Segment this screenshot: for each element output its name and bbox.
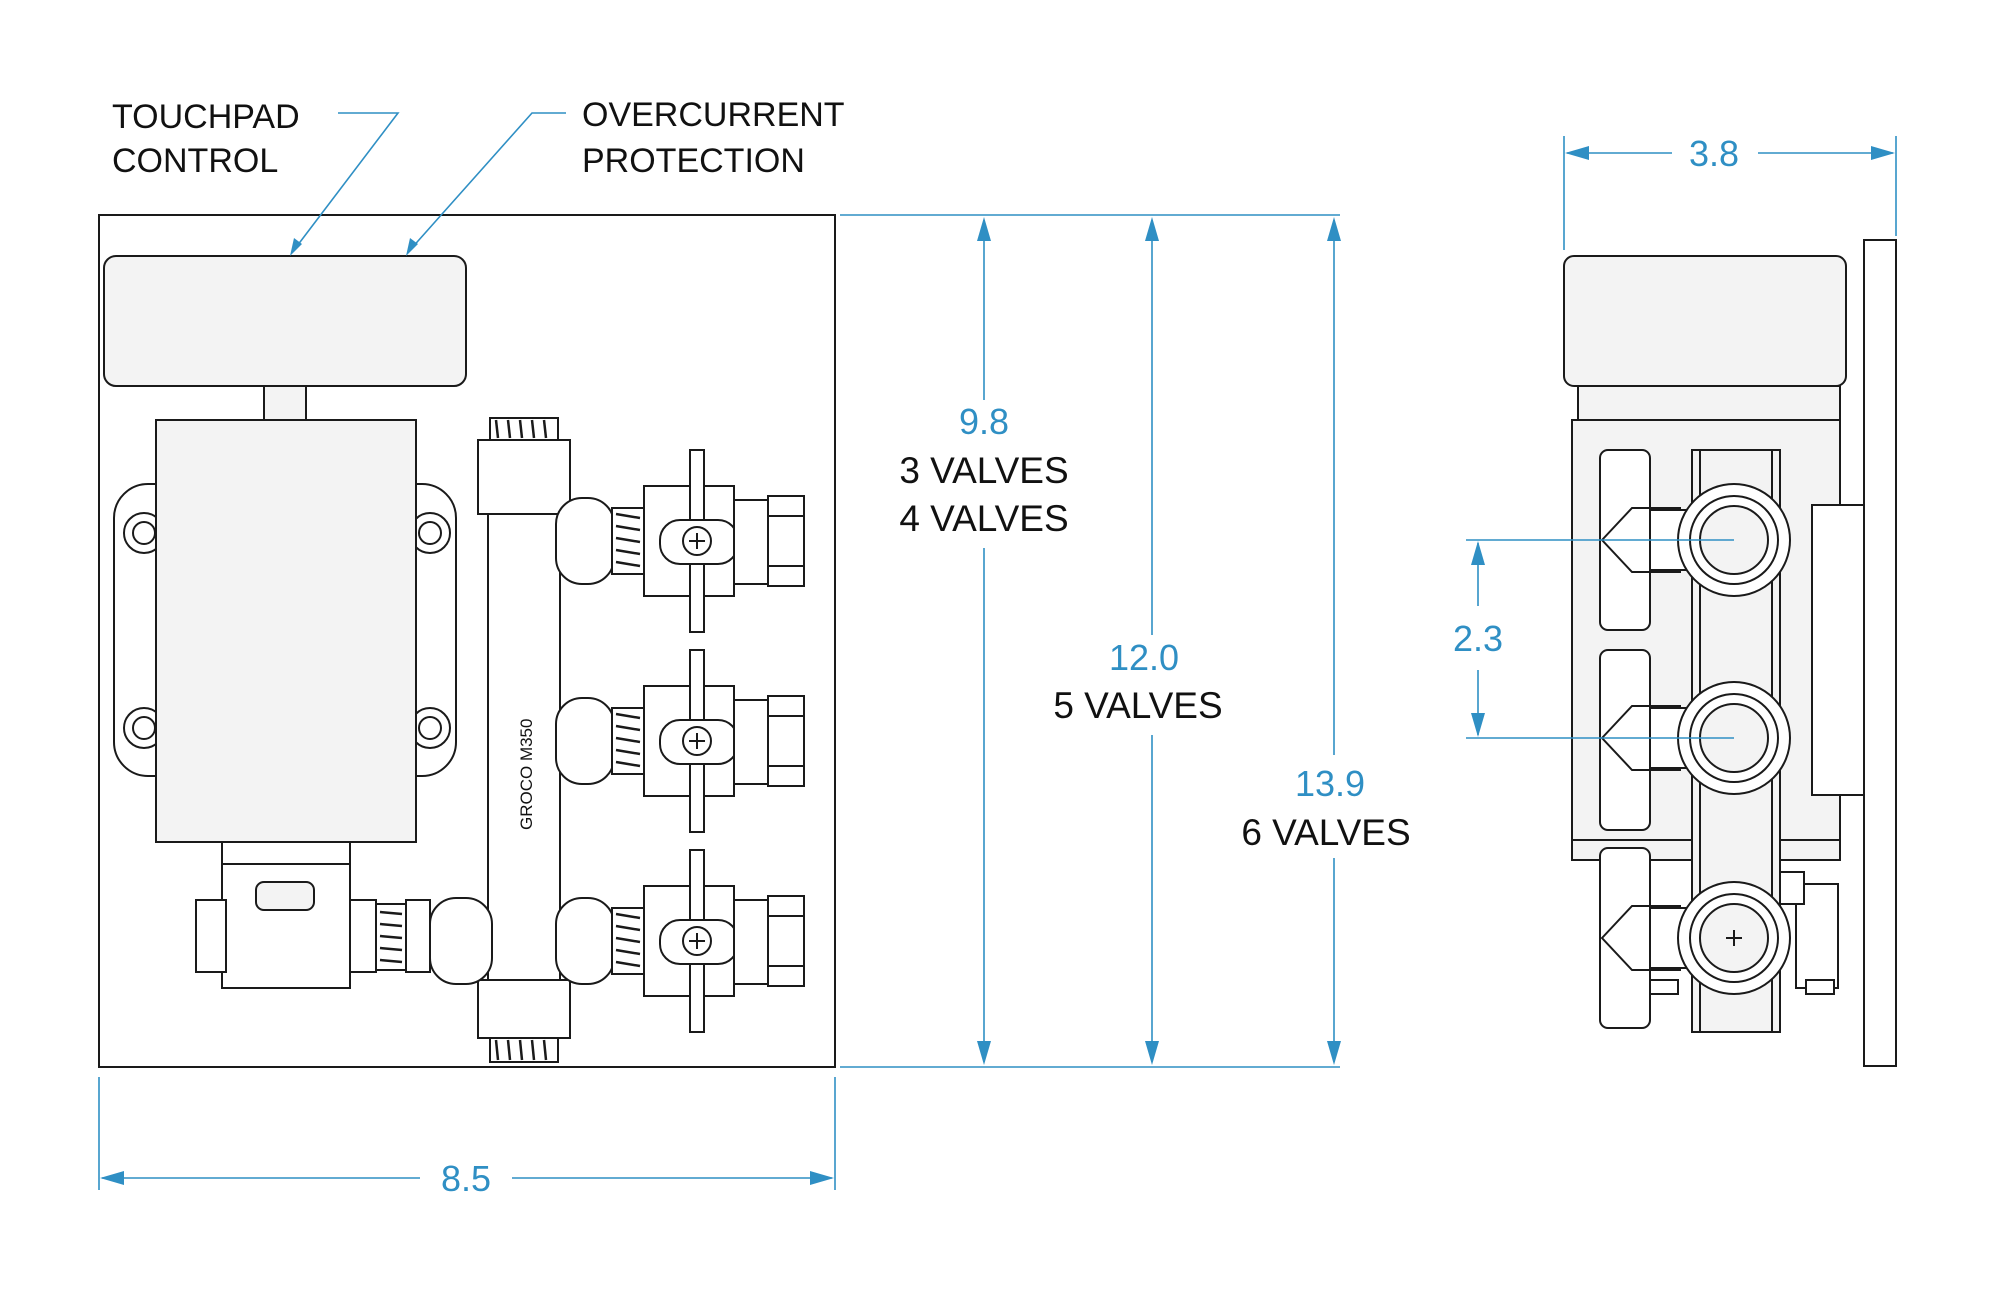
pump-body: [155, 419, 417, 843]
touchpad-control-box: [103, 255, 467, 387]
dim-side-depth: 3.8: [1689, 133, 1739, 174]
height-dimensions: [840, 214, 1341, 1068]
dim-height-3-4-line2: 4 VALVES: [899, 498, 1068, 539]
callout-touchpad-line1: TOUCHPAD: [112, 98, 300, 136]
side-base-plate: [1863, 239, 1897, 1067]
side-valve-3: [1599, 847, 1839, 1029]
inlet-valve: [195, 841, 431, 989]
dim-front-width: 8.5: [441, 1158, 491, 1199]
outlet-valve-1: [611, 449, 805, 633]
dim-height-6-value: 13.9: [1295, 763, 1365, 804]
valve-spacing-dimension: [1466, 539, 1734, 739]
side-touchpad-box: [1563, 255, 1847, 387]
dim-height-6-line1: 6 VALVES: [1241, 812, 1410, 853]
unit-marking: GROCO M350: [517, 719, 536, 830]
outlet-valve-2: [611, 649, 805, 833]
outlet-valve-3: [611, 849, 805, 1033]
control-neck: [263, 385, 307, 421]
width-dimension: [98, 1077, 836, 1190]
front-view: GROCO M350: [98, 214, 836, 1068]
dim-height-5-value: 12.0: [1109, 637, 1179, 678]
dim-height-5-line1: 5 VALVES: [1053, 685, 1222, 726]
dim-height-3-4-line1: 3 VALVES: [899, 450, 1068, 491]
manifold: GROCO M350: [429, 417, 615, 1063]
side-view: [1563, 239, 1897, 1067]
callout-overcurrent-line2: PROTECTION: [582, 142, 805, 180]
pump-assembly: [113, 419, 457, 843]
callout-leaders: [290, 112, 566, 256]
callout-touchpad-line2: CONTROL: [112, 142, 278, 180]
dim-height-3-4-value: 9.8: [959, 401, 1009, 442]
dim-valve-spacing: 2.3: [1453, 618, 1503, 659]
depth-dimension: [1563, 136, 1897, 250]
manifold-body: [487, 511, 561, 1029]
callout-overcurrent-line1: OVERCURRENT: [582, 96, 845, 134]
